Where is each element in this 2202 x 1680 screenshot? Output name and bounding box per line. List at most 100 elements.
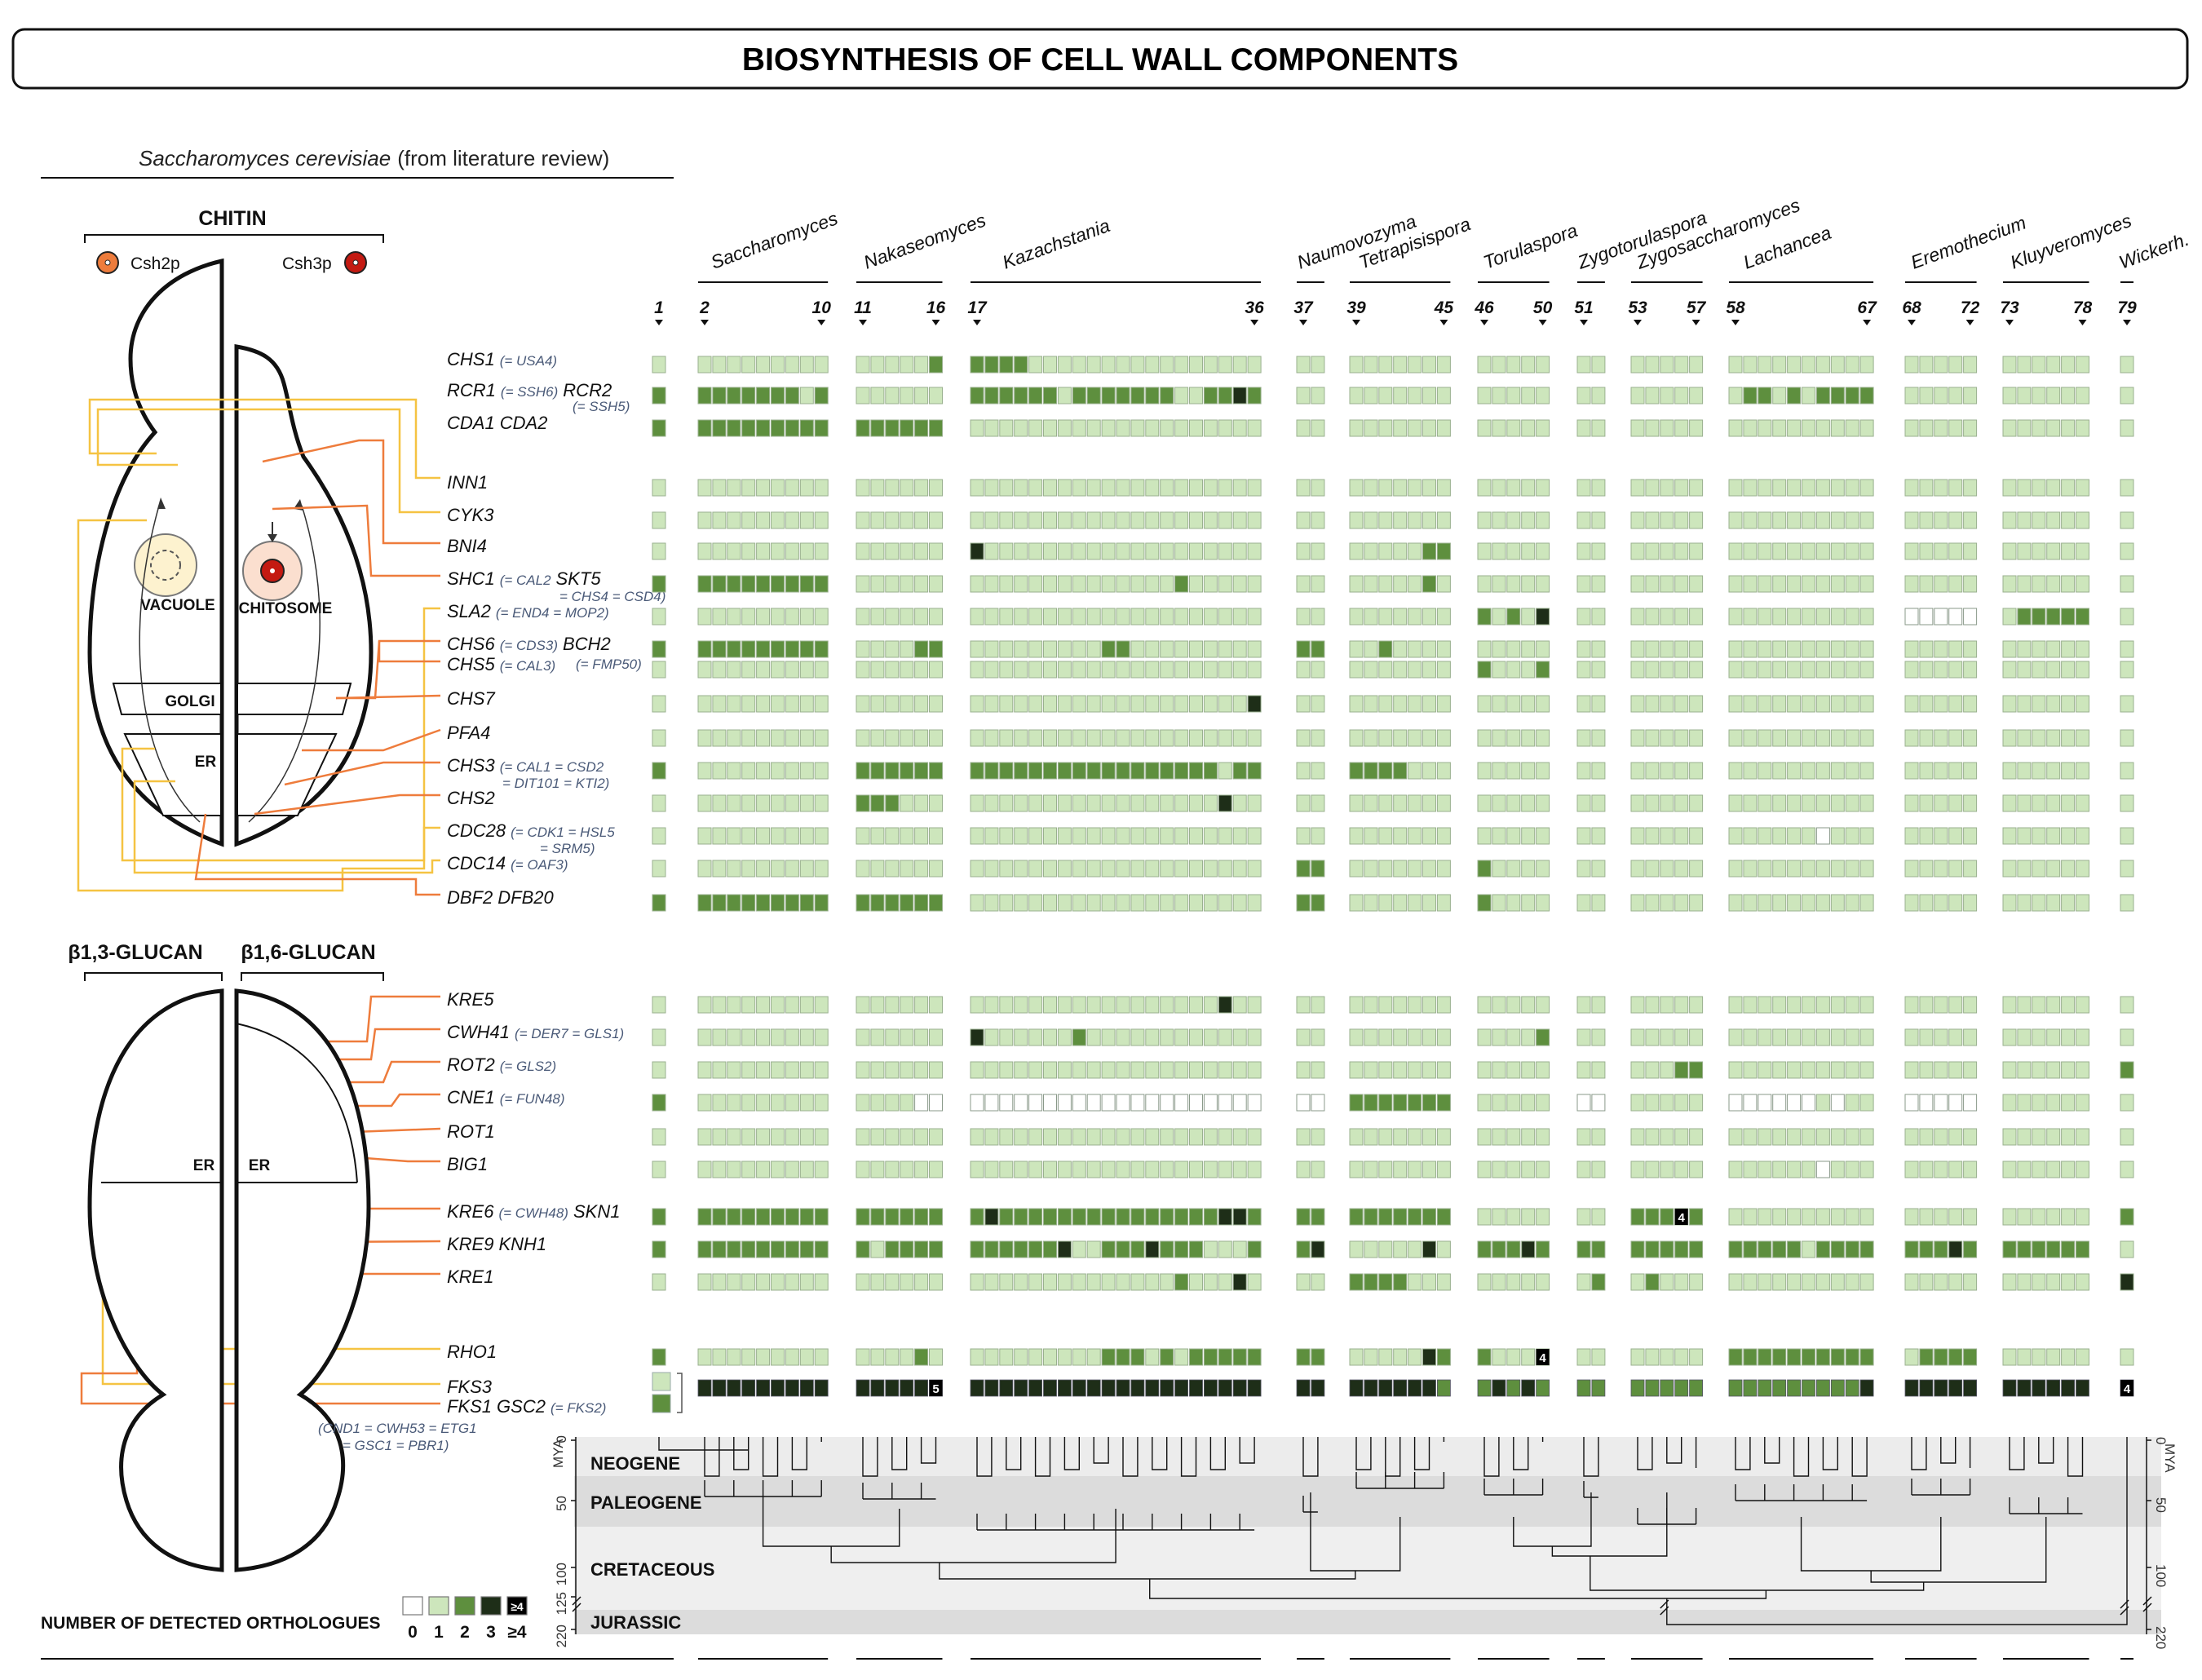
cell-big1-51: [1576, 1161, 1591, 1178]
cell-inn1-19: [999, 479, 1014, 497]
legend-label-0: 0: [408, 1623, 418, 1642]
cell-kre1-27: [1116, 1273, 1130, 1291]
cell-big1-48: [1506, 1161, 1521, 1178]
cell-dbf2-32: [1189, 894, 1203, 912]
cell-big1-67: [1859, 1161, 1874, 1178]
cell-cwh41-7: [771, 1028, 785, 1046]
cell-chs1-39: [1349, 356, 1364, 374]
legend-label-2: 2: [460, 1623, 470, 1642]
cell-big1-3: [712, 1161, 727, 1178]
cell-chs2-9: [799, 794, 814, 812]
cell-cne1-65: [1830, 1094, 1845, 1112]
cell-kre9-9: [799, 1240, 814, 1258]
cell-cwh41-3: [712, 1028, 727, 1046]
cell-chs3-1: [652, 762, 666, 780]
cell-bni4-75: [2032, 542, 2046, 560]
cell-rcr1-18: [984, 387, 999, 405]
cell-rho1-9: [799, 1348, 814, 1366]
svg-text:78: 78: [2073, 298, 2093, 317]
cell-rho1-68: [1904, 1348, 1919, 1366]
cell-cne1-25: [1086, 1094, 1101, 1112]
cell-rot2-47: [1492, 1061, 1506, 1079]
cell-pfa4-73: [2002, 729, 2017, 747]
cell-cwh41-71: [1948, 1028, 1963, 1046]
cell-chs5-5: [741, 661, 756, 679]
cell-chs7-72: [1963, 695, 1978, 713]
cell-rot2-16: [929, 1061, 943, 1079]
cell-cda1-21: [1028, 419, 1043, 437]
cell-chs5-47: [1492, 661, 1506, 679]
cell-cdc14-67: [1859, 860, 1874, 878]
cell-pfa4-40: [1364, 729, 1378, 747]
cell-chs1-74: [2017, 356, 2032, 374]
cell-kre9-74: [2017, 1240, 2032, 1258]
cell-cwh41-8: [785, 1028, 799, 1046]
cell-kre1-76: [2046, 1273, 2061, 1291]
cell-chs5-68: [1904, 661, 1919, 679]
cell-chs7-1: [652, 695, 666, 713]
cell-rot2-69: [1919, 1061, 1934, 1079]
cell-fks-39: [1349, 1379, 1364, 1397]
cell-cwh41-28: [1130, 1028, 1145, 1046]
cell-kre5-31: [1174, 996, 1189, 1014]
cell-bni4-23: [1057, 542, 1072, 560]
gene-label-rot1: ROT1: [447, 1121, 495, 1142]
cell-chs7-24: [1072, 695, 1086, 713]
cell-rot2-32: [1189, 1061, 1203, 1079]
cell-shc1-56: [1674, 575, 1689, 593]
cell-chs3-25: [1086, 762, 1101, 780]
cell-bni4-36: [1247, 542, 1262, 560]
cell-rot2-20: [1014, 1061, 1028, 1079]
gene-alias-rcr1: (= SSH5): [573, 399, 630, 414]
cell-big1-39: [1349, 1161, 1364, 1178]
cell-cwh41-63: [1802, 1028, 1815, 1046]
cell-inn1-63: [1802, 479, 1815, 497]
cell-rot1-21: [1028, 1128, 1043, 1146]
cell-pfa4-26: [1101, 729, 1116, 747]
cell-cne1-68: [1904, 1094, 1919, 1112]
cell-rot1-63: [1802, 1128, 1815, 1146]
cell-chs6-48: [1506, 640, 1521, 658]
cell-chs6-19: [999, 640, 1014, 658]
cell-chs3-36: [1247, 762, 1262, 780]
cell-shc1-61: [1772, 575, 1787, 593]
cell-kre5-3: [712, 996, 727, 1014]
cell-kre6-66: [1845, 1208, 1859, 1226]
cell-cda1-54: [1645, 419, 1660, 437]
cell-pfa4-6: [756, 729, 771, 747]
cell-cdc28-35: [1232, 827, 1247, 845]
cell-chs7-40: [1364, 695, 1378, 713]
cell-cwh41-18: [984, 1028, 999, 1046]
cell-cdc14-4: [727, 860, 741, 878]
cell-chs7-60: [1758, 695, 1772, 713]
cell-cdc14-35: [1232, 860, 1247, 878]
cell-kre9-67: [1859, 1240, 1874, 1258]
gene-label-rot2: ROT2(= GLS2): [447, 1054, 556, 1075]
cell-kre5-62: [1787, 996, 1802, 1014]
cell-kre9-50: [1536, 1240, 1550, 1258]
cell-chs1-32: [1189, 356, 1203, 374]
cell-chs1-45: [1436, 356, 1451, 374]
cell-big1-9: [799, 1161, 814, 1178]
cell-chs6-37: [1296, 640, 1311, 658]
cell-kre5-69: [1919, 996, 1934, 1014]
cell-kre9-76: [2046, 1240, 2061, 1258]
cell-kre9-21: [1028, 1240, 1043, 1258]
cell-cne1-3: [712, 1094, 727, 1112]
cell-shc1-79: [2120, 575, 2134, 593]
cell-kre5-11: [856, 996, 870, 1014]
cell-chs1-17: [970, 356, 984, 374]
cell-chs1-73: [2002, 356, 2017, 374]
cell-shc1-69: [1919, 575, 1934, 593]
cell-kre1-66: [1845, 1273, 1859, 1291]
cell-dbf2-71: [1948, 894, 1963, 912]
cell-pfa4-71: [1948, 729, 1963, 747]
cell-chs6-12: [870, 640, 885, 658]
cell-chs3-15: [914, 762, 929, 780]
cell-cdc28-4: [727, 827, 741, 845]
cell-fks-24: [1072, 1379, 1086, 1397]
cell-chs3-64: [1815, 762, 1830, 780]
cell-chs2-15: [914, 794, 929, 812]
cell-chs1-18: [984, 356, 999, 374]
